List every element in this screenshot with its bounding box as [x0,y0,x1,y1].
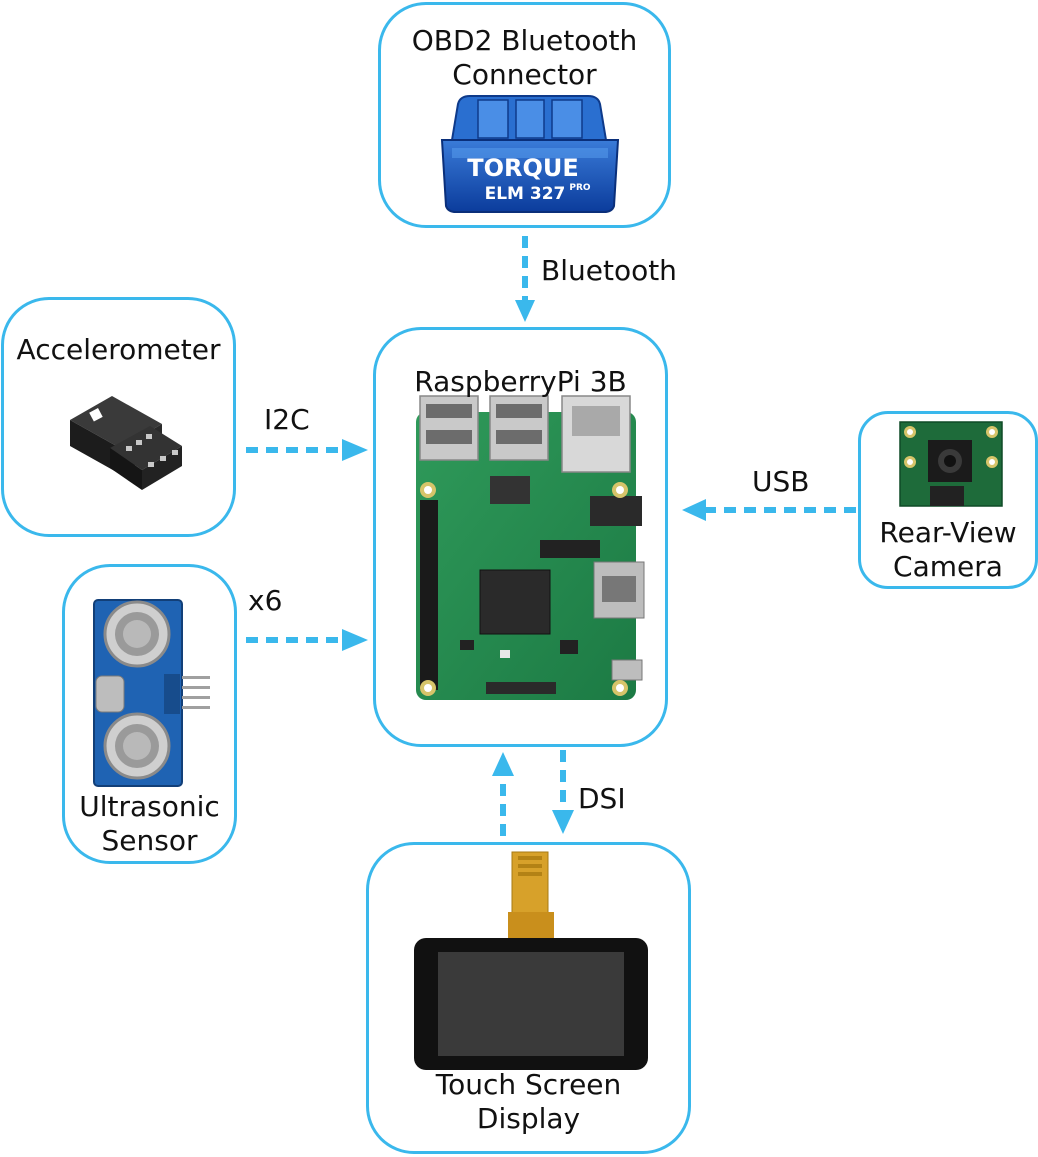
obd-dongle-image: TORQUE ELM 327 PRO [440,95,620,213]
obd-torque-text: TORQUE [467,154,579,182]
display-title-line2: Display [476,1102,581,1135]
ultrasonic-title: Ultrasonic Sensor [62,790,237,858]
ultrasonic-title-line2: Sensor [101,824,198,857]
obd-pro-text: PRO [569,183,591,193]
edge-label-i2c: I2C [264,403,310,436]
ultrasonic-title-line1: Ultrasonic [79,790,220,823]
obd-title-line2: Connector [452,58,597,91]
i2c-arrow-head [342,439,368,461]
accelerometer-title: Accelerometer [16,333,221,366]
obd-title-line1: OBD2 Bluetooth [411,24,638,57]
edge-label-x6: x6 [248,584,283,617]
camera-title-line2: Camera [893,550,1003,583]
obd-elm-text: ELM 327 [485,184,566,204]
connector-arrows [246,236,856,836]
ultrasonic-sensor-image [93,599,210,787]
display-title-line1: Touch Screen [435,1068,622,1101]
x6-arrow-head [342,629,368,651]
usb-arrow-head [682,499,706,521]
display-title: Touch Screen Display [366,1068,691,1136]
camera-title-line1: Rear-View [879,516,1017,549]
touch-display-image [414,851,648,1070]
edge-label-dsi: DSI [578,782,626,815]
dsi-down-arrow-head [552,810,574,834]
camera-title: Rear-View Camera [858,516,1038,584]
obd-title: OBD2 Bluetooth Connector [378,24,671,92]
dsi-up-arrow-head [492,752,514,776]
arrow-heads [342,300,706,834]
camera-module-image [899,421,1003,507]
edge-label-usb: USB [752,465,810,498]
raspberry-pi-title: RaspberryPi 3B [414,365,627,398]
edge-label-bluetooth: Bluetooth [541,254,677,287]
bluetooth-arrow-head [515,300,535,322]
raspberry-pi-board-image [416,395,645,700]
accelerometer-chip-image [70,396,182,490]
